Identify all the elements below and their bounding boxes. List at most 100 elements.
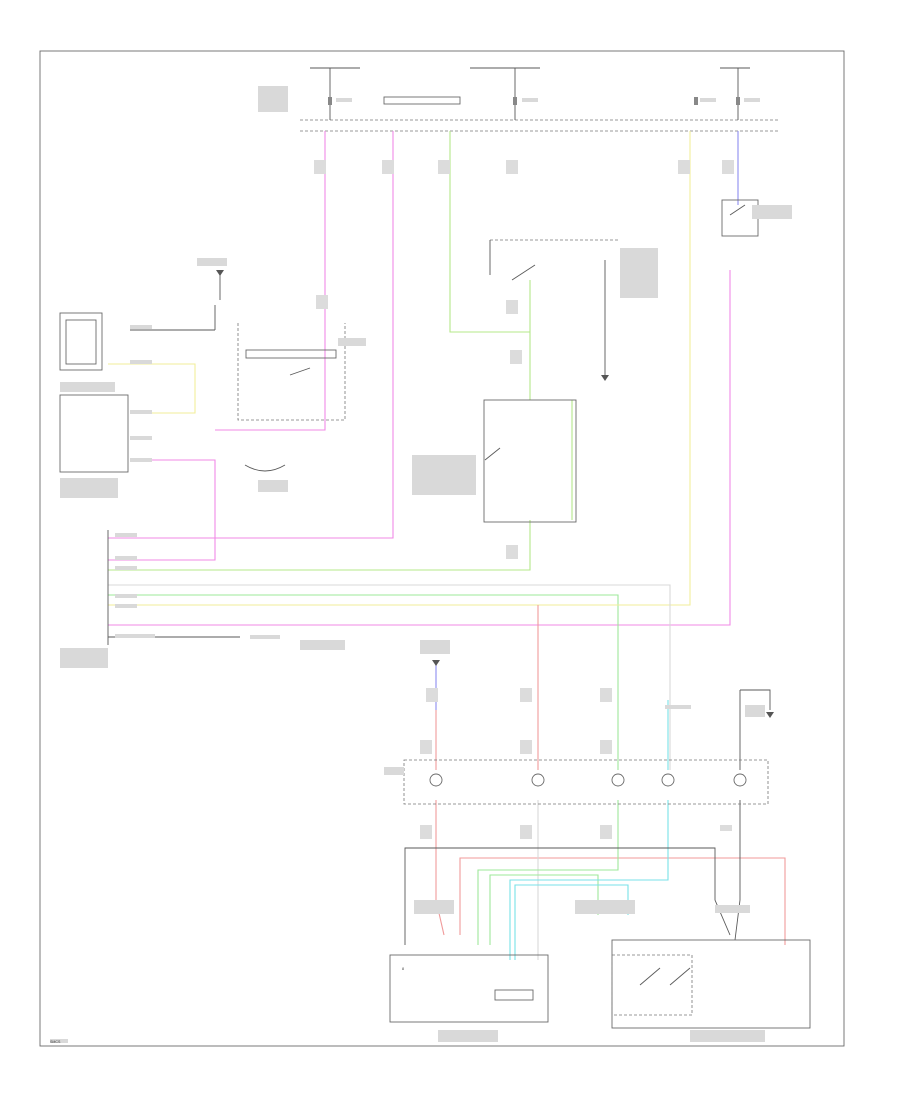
- fuse-text-4: [700, 98, 716, 102]
- clockspring-contact-5: [733, 773, 747, 787]
- tag-14: [420, 740, 432, 754]
- ground-wire: [740, 689, 771, 710]
- switch-right-label: [690, 1030, 765, 1042]
- fuse-2-icon: [513, 97, 517, 105]
- relay-block: [383, 96, 461, 105]
- fuse-1-icon: [328, 97, 332, 105]
- wire-label-2: [130, 360, 152, 364]
- switch-right-inner: [611, 954, 693, 1016]
- label-marks: [50, 205, 792, 1043]
- connector-label-6: [115, 634, 155, 638]
- wire-blk-5: [734, 800, 741, 941]
- tag-6: [722, 160, 734, 174]
- wire-pink-2: [108, 131, 394, 539]
- wire-gray-1: [108, 584, 671, 770]
- top-switch-bar: [245, 349, 337, 359]
- tag-9: [510, 350, 522, 364]
- top-contact: [289, 367, 311, 376]
- fuse-labels: [258, 86, 760, 112]
- tag-7: [316, 295, 328, 309]
- tag-2: [382, 160, 394, 174]
- connector-label-4: [115, 594, 137, 598]
- clutch-pedal-switch-box: [483, 399, 577, 523]
- clockspring-box: [403, 759, 769, 805]
- fuse-text-1: [258, 86, 288, 112]
- horn-label: [258, 480, 288, 492]
- deactivation-switch-label: [752, 205, 792, 219]
- ground-icon-3: [766, 712, 774, 718]
- wire-label-4: [130, 436, 152, 440]
- wire-ref-label: [250, 635, 280, 639]
- tag-1: [314, 160, 326, 174]
- tag-5: [678, 160, 690, 174]
- powertrain-module-label: [60, 478, 118, 498]
- brake-switch-label: [620, 248, 658, 298]
- wire-label-1: [130, 325, 152, 329]
- tag-11: [426, 688, 438, 702]
- ground-ref-label: [745, 705, 765, 717]
- tag-8: [506, 300, 518, 314]
- tag-3: [438, 160, 450, 174]
- brake-contact-1: [511, 264, 536, 281]
- ground-icon-4: [432, 660, 440, 666]
- fuse-text-3: [522, 98, 538, 102]
- tag-20: [720, 825, 732, 831]
- clockspring-contact-1: [429, 773, 443, 787]
- wire-green-3: [108, 520, 531, 571]
- fuse-4-icon: [736, 97, 740, 105]
- ground-label: [197, 258, 227, 266]
- wire-label-5: [130, 458, 152, 462]
- clutch-switch-inner: [65, 319, 97, 365]
- switch-left-number: 8: [402, 967, 404, 971]
- clutch-pedal-switch-label: [412, 455, 476, 495]
- switch-pin-labels-3: [715, 905, 750, 913]
- wire-red-3: [435, 800, 445, 936]
- wire-yellow-1: [108, 363, 196, 414]
- wire-blk-6: [404, 847, 731, 945]
- connector-label-5: [115, 604, 137, 608]
- speed-control-switch-left: [389, 954, 549, 1023]
- tag-13: [600, 688, 612, 702]
- fuse-text-5: [744, 98, 760, 102]
- deact-contact: [729, 204, 746, 216]
- tag-17: [420, 825, 432, 839]
- ground-icon-2: [601, 375, 609, 381]
- tag-15: [520, 740, 532, 754]
- tag-12: [520, 688, 532, 702]
- switch-housing-label: [338, 338, 366, 346]
- wire-yellow-2: [108, 131, 691, 606]
- clockspring-ground-label: [420, 640, 450, 654]
- cyan-wire-label: [665, 705, 691, 709]
- tag-16: [600, 740, 612, 754]
- grounds: [216, 270, 774, 718]
- wires: [108, 131, 786, 960]
- switch-pin-labels-1: [414, 900, 454, 914]
- speed-control-servo-label: [60, 648, 108, 668]
- switch-left-inner: [494, 989, 534, 1001]
- wire-cyan-2: [509, 800, 669, 960]
- connector-label-2: [115, 556, 137, 560]
- reference-note: [300, 640, 345, 650]
- clockspring-contact-4: [661, 773, 675, 787]
- tag-18: [520, 825, 532, 839]
- wire-cyan-3: [514, 884, 629, 960]
- clockspring-contact-3: [611, 773, 625, 787]
- clockspring-label: [384, 767, 404, 775]
- tag-4: [506, 160, 518, 174]
- wire-green-1: [449, 131, 530, 333]
- connector-label-1: [115, 533, 137, 537]
- right-switch-contact-1: [639, 967, 661, 986]
- wire-pink-3: [108, 270, 731, 626]
- right-switch-contact-2: [669, 967, 691, 986]
- wire-green-7: [489, 874, 599, 945]
- page-label: SMCS: [50, 1040, 61, 1044]
- horn-contact: [244, 464, 286, 472]
- tag-10: [506, 545, 518, 559]
- fuse-text-2: [336, 98, 352, 102]
- wire-label-3: [130, 410, 152, 414]
- clutch-contact: [484, 447, 501, 461]
- clockspring-contact-2: [531, 773, 545, 787]
- components: [59, 199, 811, 1029]
- connector-label-3: [115, 566, 137, 570]
